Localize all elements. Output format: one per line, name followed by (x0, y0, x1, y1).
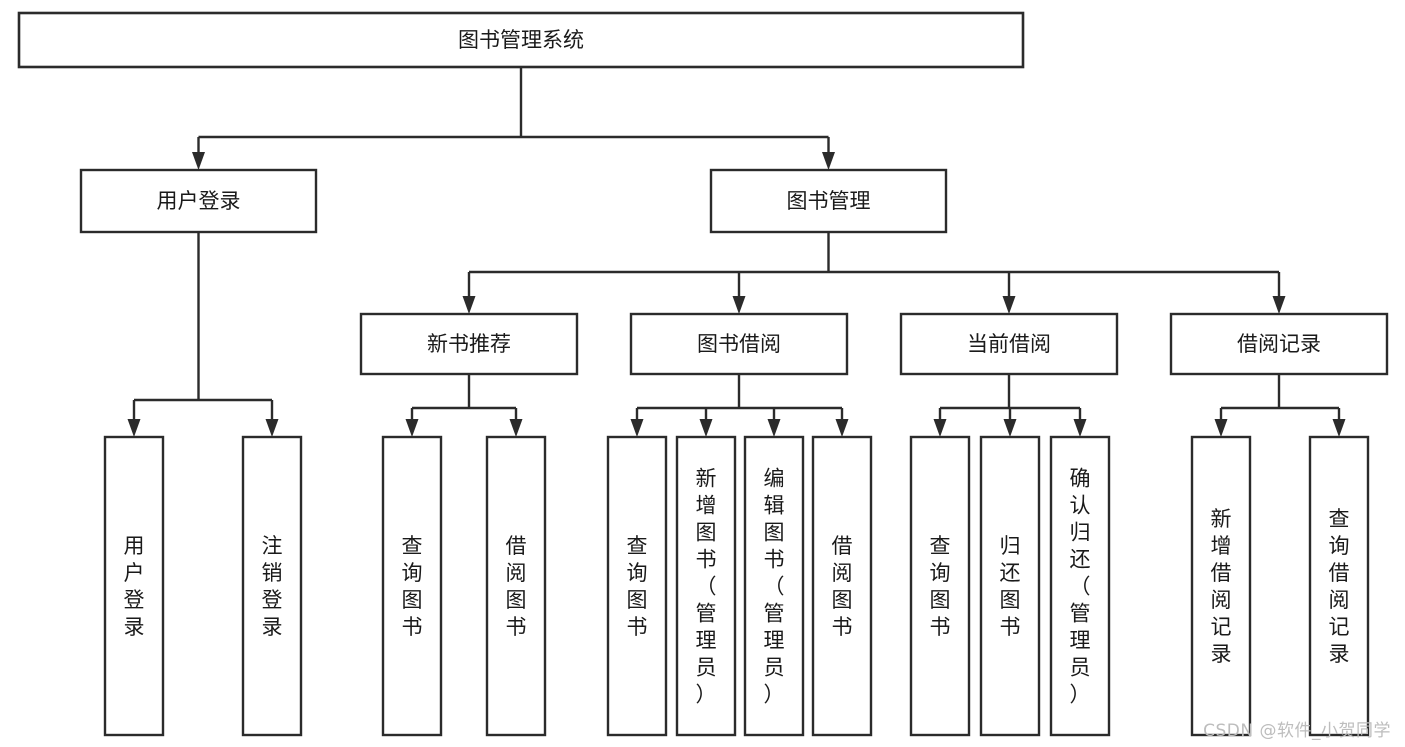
edge-group-l3-record (1214, 374, 1346, 437)
arrow-head-l3-current (1002, 296, 1016, 314)
node-label-leaf-badd: 新增图书（管理员） (696, 467, 717, 707)
arrow-head-l2-book (822, 152, 835, 170)
node-box-l3-new (359, 312, 579, 376)
node-leaf-bq[interactable]: 查询图书 (606, 435, 668, 737)
edge-group-l3-borrow (630, 374, 849, 437)
arrow-head-leaf-creturn (1003, 419, 1017, 437)
node-label-l3-current: 当前借阅 (967, 332, 1051, 356)
node-box-leaf-badd (675, 435, 737, 737)
node-label-leaf-user-login: 用户登录 (124, 534, 145, 639)
node-leaf-user-login[interactable]: 用户登录 (103, 435, 165, 737)
node-label-leaf-cconfirm: 确认归还（管理员） (1070, 467, 1091, 707)
arrow-head-leaf-bborrow (835, 419, 849, 437)
node-box-l2-book (709, 168, 948, 234)
arrow-head-leaf-user-login (127, 419, 141, 437)
arrow-head-leaf-new-query (405, 419, 419, 437)
arrow-head-leaf-new-borrow (509, 419, 523, 437)
node-l3-new[interactable]: 新书推荐 (359, 312, 579, 376)
node-root[interactable]: 图书管理系统 (17, 11, 1025, 69)
node-leaf-cconfirm[interactable]: 确认归还（管理员） (1049, 435, 1111, 737)
arrow-head-leaf-user-logout (265, 419, 279, 437)
edge-group-l3-current (933, 374, 1087, 437)
node-label-leaf-new-borrow: 借阅图书 (506, 534, 527, 639)
arrow-head-leaf-radd (1214, 419, 1228, 437)
node-box-leaf-user-login (103, 435, 165, 737)
node-l2-book[interactable]: 图书管理 (709, 168, 948, 234)
node-box-l3-record (1169, 312, 1389, 376)
arrow-head-leaf-bq (630, 419, 644, 437)
arrow-head-leaf-badd (699, 419, 713, 437)
node-box-leaf-user-logout (241, 435, 303, 737)
node-leaf-new-borrow[interactable]: 借阅图书 (485, 435, 547, 737)
node-leaf-badd[interactable]: 新增图书（管理员） (675, 435, 737, 737)
node-box-l3-borrow (629, 312, 849, 376)
node-l3-current[interactable]: 当前借阅 (899, 312, 1119, 376)
node-l3-borrow[interactable]: 图书借阅 (629, 312, 849, 376)
arrow-head-l3-record (1272, 296, 1286, 314)
node-box-leaf-bborrow (811, 435, 873, 737)
node-label-root: 图书管理系统 (458, 28, 584, 52)
arrow-head-leaf-bedit (767, 419, 781, 437)
node-label-leaf-creturn: 归还图书 (1000, 534, 1021, 639)
node-l3-record[interactable]: 借阅记录 (1169, 312, 1389, 376)
node-box-leaf-cconfirm (1049, 435, 1111, 737)
node-label-leaf-radd: 新增借阅记录 (1211, 507, 1232, 666)
node-leaf-new-query[interactable]: 查询图书 (381, 435, 443, 737)
arrow-head-leaf-cq (933, 419, 947, 437)
node-leaf-bborrow[interactable]: 借阅图书 (811, 435, 873, 737)
node-box-l3-current (899, 312, 1119, 376)
arrow-head-leaf-cconfirm (1073, 419, 1087, 437)
arrow-head-l2-user (192, 152, 205, 170)
node-label-leaf-bq: 查询图书 (627, 534, 648, 639)
node-label-leaf-cq: 查询图书 (930, 534, 951, 639)
node-box-leaf-new-borrow (485, 435, 547, 737)
node-box-leaf-creturn (979, 435, 1041, 737)
edges-layer (127, 67, 1346, 437)
node-box-l2-user (79, 168, 318, 234)
watermark-credit: CSDN @软件_小贺同学 (1203, 721, 1391, 741)
node-leaf-radd[interactable]: 新增借阅记录 (1190, 435, 1252, 737)
edge-group-l2-book (462, 232, 1286, 314)
node-label-l3-new: 新书推荐 (427, 332, 511, 356)
node-box-leaf-radd (1190, 435, 1252, 737)
node-box-leaf-rquery (1308, 435, 1370, 737)
node-label-l3-borrow: 图书借阅 (697, 332, 781, 356)
nodes-layer: 图书管理系统用户登录图书管理新书推荐图书借阅当前借阅借阅记录用户登录注销登录查询… (17, 11, 1389, 737)
node-label-l2-book: 图书管理 (787, 189, 871, 213)
edge-group-l3-new (405, 374, 523, 437)
node-l2-user[interactable]: 用户登录 (79, 168, 318, 234)
arrow-head-l3-borrow (732, 296, 746, 314)
edge-group-l2-user (127, 232, 279, 437)
node-leaf-bedit[interactable]: 编辑图书（管理员） (743, 435, 805, 737)
node-label-l2-user: 用户登录 (157, 189, 241, 213)
node-label-leaf-bborrow: 借阅图书 (832, 534, 853, 639)
edge-group-root (192, 67, 835, 170)
arrow-head-leaf-rquery (1332, 419, 1346, 437)
node-leaf-cq[interactable]: 查询图书 (909, 435, 971, 737)
node-box-leaf-new-query (381, 435, 443, 737)
node-box-leaf-cq (909, 435, 971, 737)
node-leaf-user-logout[interactable]: 注销登录 (241, 435, 303, 737)
node-label-l3-record: 借阅记录 (1237, 332, 1321, 356)
node-box-leaf-bedit (743, 435, 805, 737)
node-label-leaf-user-logout: 注销登录 (262, 534, 283, 639)
node-leaf-rquery[interactable]: 查询借阅记录 (1308, 435, 1370, 737)
node-label-leaf-new-query: 查询图书 (402, 534, 423, 639)
node-box-root (17, 11, 1025, 69)
node-leaf-creturn[interactable]: 归还图书 (979, 435, 1041, 737)
node-label-leaf-rquery: 查询借阅记录 (1329, 507, 1350, 666)
node-box-leaf-bq (606, 435, 668, 737)
node-label-leaf-bedit: 编辑图书（管理员） (764, 467, 785, 707)
arrow-head-l3-new (462, 296, 476, 314)
